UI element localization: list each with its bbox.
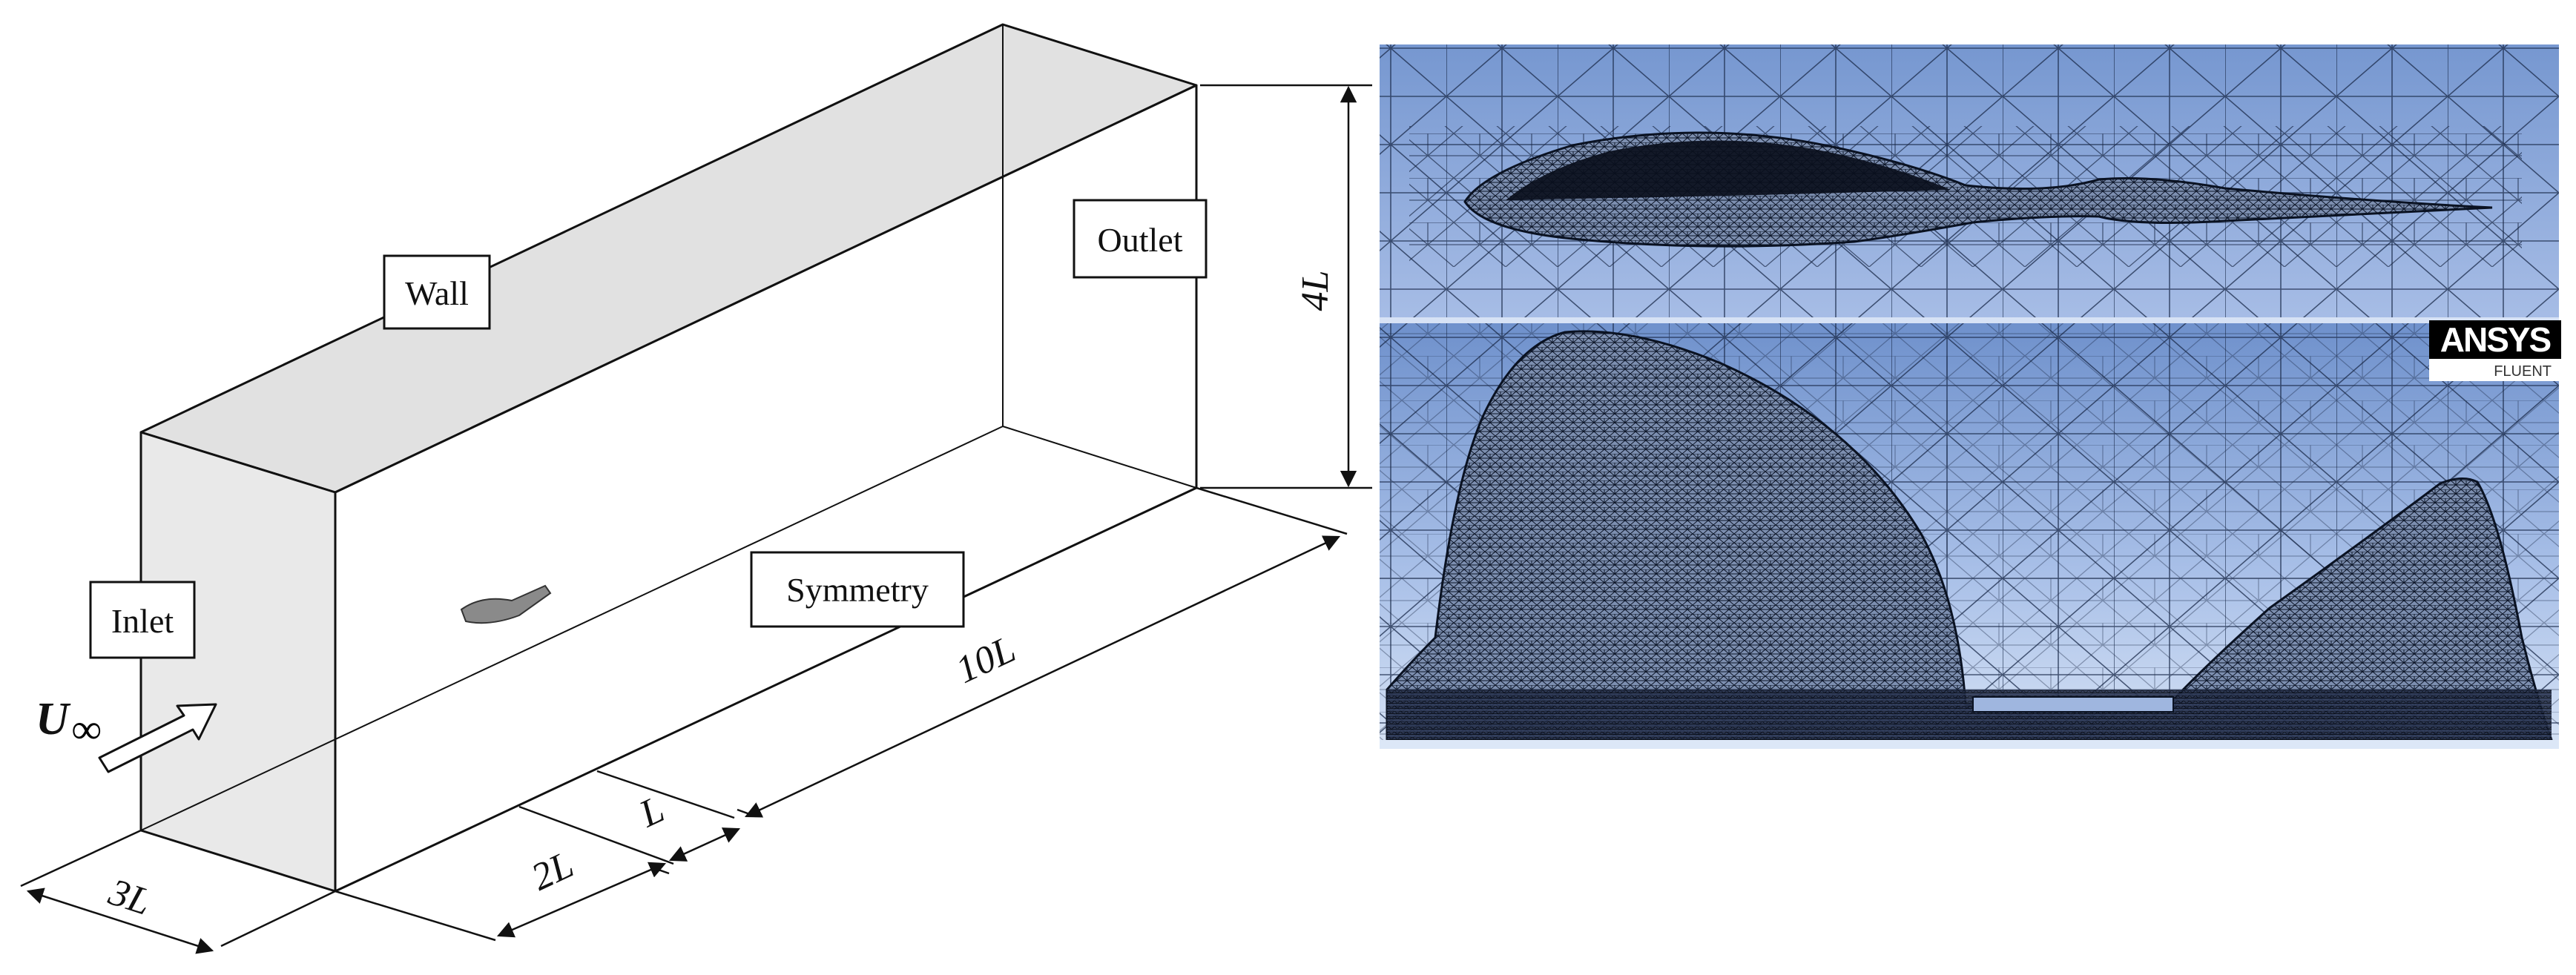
label-wall: Wall: [383, 254, 491, 330]
dim-length: [737, 486, 1348, 818]
label-outlet-text: Outlet: [1098, 221, 1183, 259]
mesh-divider: [1380, 317, 2559, 323]
wing-planform-large: [1386, 330, 2554, 741]
dim-width: [20, 829, 336, 954]
inlet-face: [139, 431, 337, 893]
dim-height-label: 4L: [1294, 271, 1337, 311]
label-inlet-text: Inlet: [111, 602, 174, 640]
label-symmetry: Symmetry: [750, 551, 965, 628]
dim-upstream-label: 2L: [525, 844, 580, 899]
dim-width-label: 3L: [103, 870, 156, 923]
domain-box: [139, 23, 1198, 893]
freestream-arrow: [98, 703, 217, 773]
mesh-top-view: [1380, 44, 2559, 320]
mesh-panel: ANSYS FLUENT: [1380, 44, 2561, 749]
freestream-subscript: ∞: [72, 707, 102, 753]
mesh-bottom-view: ANSYS FLUENT: [1380, 320, 2561, 741]
wing-model: [460, 584, 552, 624]
airfoil-top-dark: [1506, 140, 1951, 200]
wing-root-strip: [1387, 690, 2552, 740]
label-outlet: Outlet: [1073, 199, 1208, 279]
label-wall-text: Wall: [405, 274, 469, 312]
freestream-label: U∞: [36, 694, 102, 753]
freestream-symbol: U: [36, 694, 71, 744]
dim-upstream: [335, 805, 674, 942]
dim-chord-label: L: [633, 788, 671, 836]
ansys-fluent-logo: ANSYS FLUENT: [2429, 320, 2561, 381]
label-symmetry-text: Symmetry: [786, 571, 929, 609]
mesh-bottom-band: [1380, 740, 2559, 749]
dim-length-label: 10L: [949, 628, 1021, 692]
ansys-logo-text: ANSYS: [2440, 320, 2551, 359]
label-inlet: Inlet: [89, 581, 196, 659]
dim-height: [1200, 84, 1372, 489]
fluent-logo-text: FLUENT: [2494, 363, 2552, 380]
